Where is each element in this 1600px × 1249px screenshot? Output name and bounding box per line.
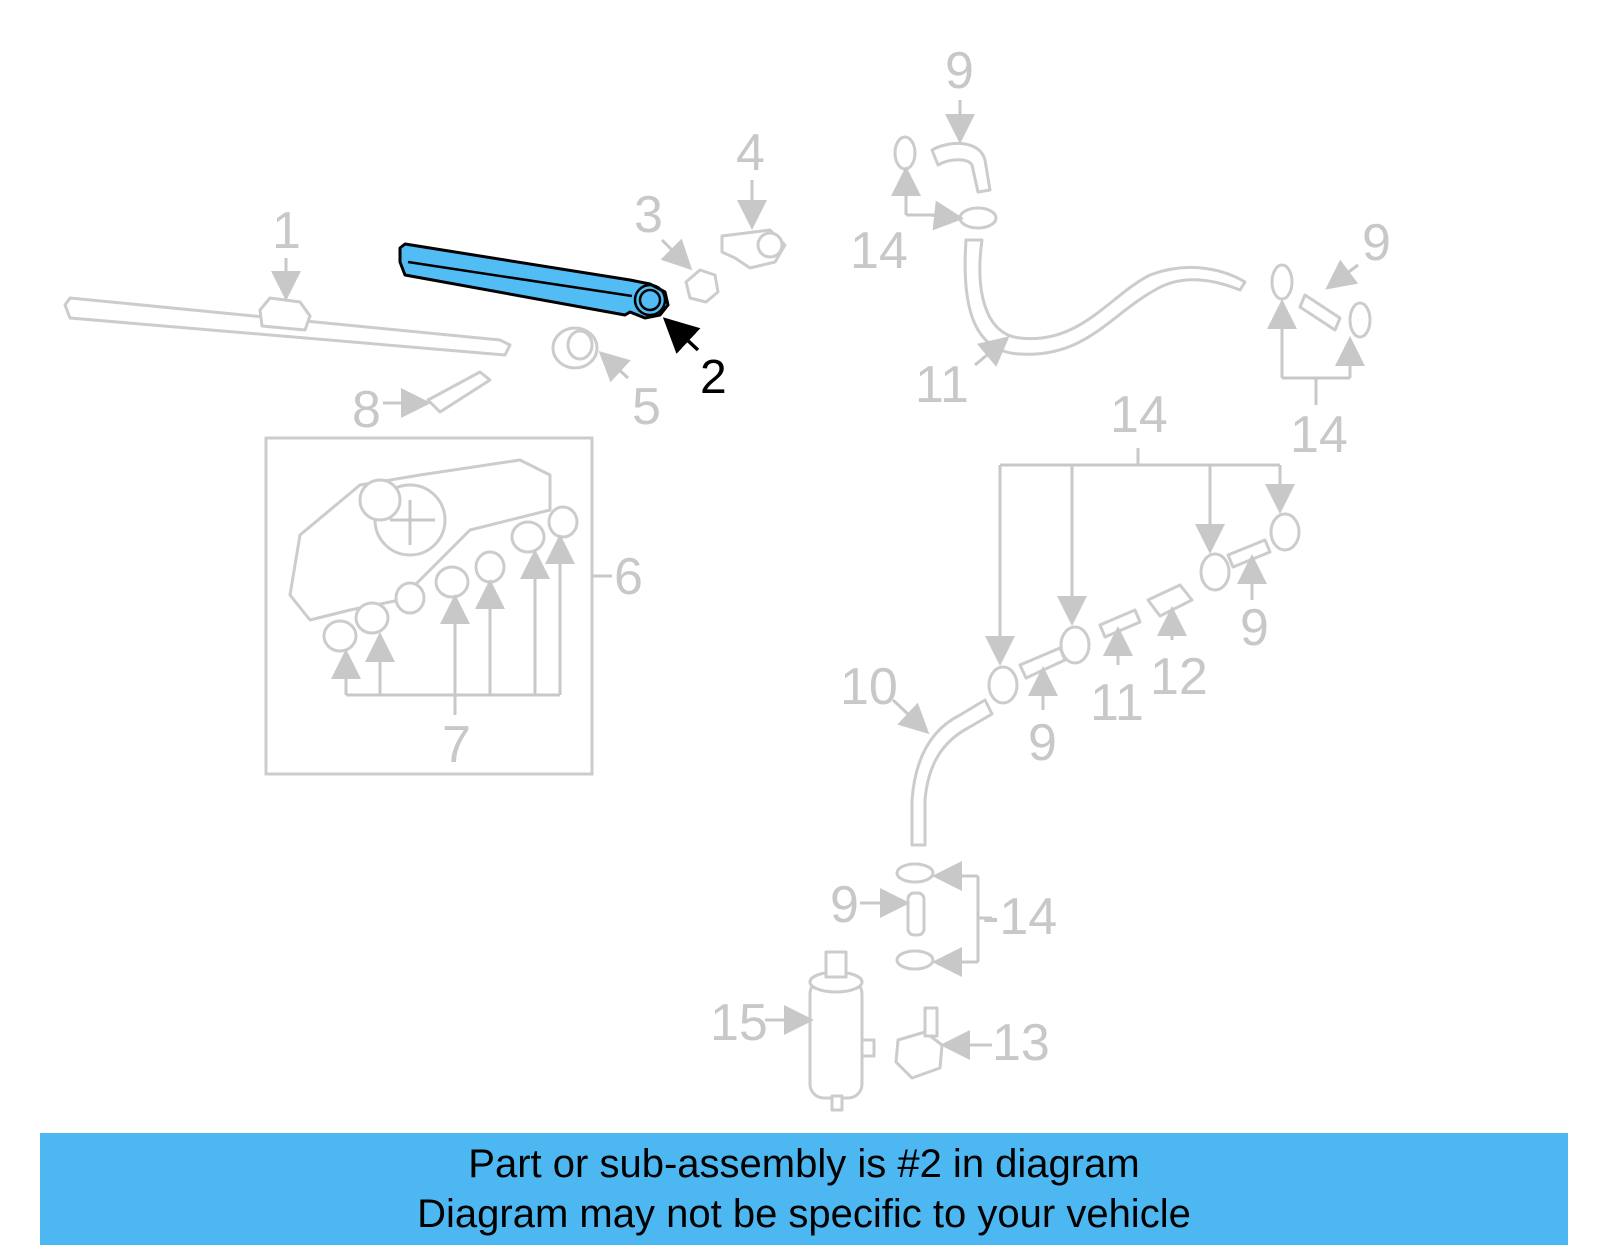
callout-9-chain-left: 9 xyxy=(1028,714,1057,772)
callout-14-right: 14 xyxy=(1290,406,1348,464)
wiper-motor-box xyxy=(264,436,612,776)
callout-6: 6 xyxy=(614,548,643,606)
callout-15: 15 xyxy=(710,994,768,1052)
callout-14-chain: 14 xyxy=(1110,386,1168,444)
upper-hose-assembly xyxy=(891,100,1247,367)
middle-hose-chain xyxy=(891,448,1301,847)
banner-line-1: Part or sub-assembly is #2 in diagram xyxy=(468,1142,1140,1186)
callout-4: 4 xyxy=(736,124,765,182)
callout-13: 13 xyxy=(992,1014,1050,1072)
nut xyxy=(660,238,720,304)
info-banner: Part or sub-assembly is #2 in diagram Di… xyxy=(40,1133,1568,1245)
callout-5: 5 xyxy=(632,378,661,436)
callout-labels: 1 2 3 4 5 6 7 8 9 9 9 9 9 10 11 11 12 13… xyxy=(272,42,1391,1072)
right-connector-pair xyxy=(1267,259,1372,405)
callout-11-chain: 11 xyxy=(1090,674,1144,732)
callout-9-chain-right: 9 xyxy=(1240,599,1269,657)
wiper-blade xyxy=(63,258,512,357)
callout-9-bottom: 9 xyxy=(830,876,859,934)
wiper-arm-highlighted[interactable] xyxy=(398,242,701,354)
callout-11-upper: 11 xyxy=(915,356,969,414)
callout-14-bottom: -14 xyxy=(982,888,1057,946)
callout-10: 10 xyxy=(840,658,898,716)
motor-bushings xyxy=(322,505,579,653)
cap xyxy=(720,180,787,270)
callout-14-top-left: 14 xyxy=(850,222,908,280)
callout-1: 1 xyxy=(272,202,301,260)
pin xyxy=(383,370,492,418)
callout-9-right: 9 xyxy=(1362,214,1391,272)
callout-7: 7 xyxy=(442,716,471,774)
callout-8: 8 xyxy=(352,381,381,439)
grommet xyxy=(551,326,631,383)
callout-2[interactable]: 2 xyxy=(700,351,727,404)
callout-9-top: 9 xyxy=(945,42,974,100)
callout-3: 3 xyxy=(634,186,663,244)
reservoir-assembly xyxy=(765,861,992,1112)
callout-12: 12 xyxy=(1150,648,1208,706)
banner-line-2: Diagram may not be specific to your vehi… xyxy=(417,1192,1191,1236)
